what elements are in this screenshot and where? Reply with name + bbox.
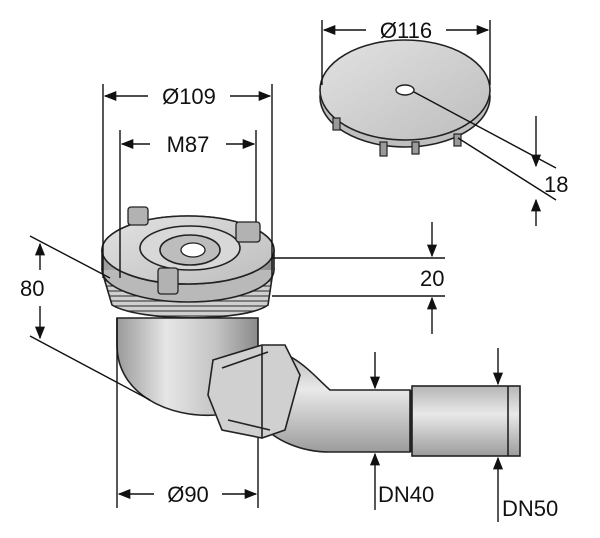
pipe-dn50	[411, 385, 521, 457]
label-body-diameter: Ø90	[167, 482, 209, 507]
label-flange-height: 20	[420, 266, 444, 291]
dimension-labels: Ø116 Ø109 M87 18 20 80 Ø90 DN40 DN50	[20, 18, 568, 521]
label-cover-diameter: Ø116	[380, 18, 432, 43]
label-flange-diameter: Ø109	[162, 84, 216, 109]
dimension-lines	[29, 20, 557, 522]
drain-cover	[319, 39, 491, 157]
cover-clips	[127, 206, 261, 295]
label-outlet-dn40: DN40	[378, 482, 434, 507]
label-cover-height: 18	[544, 172, 568, 197]
pipe-dn40	[410, 390, 412, 452]
label-outlet-dn50: DN50	[502, 496, 558, 521]
union-nut	[207, 344, 301, 439]
cover-center-hole	[395, 84, 415, 96]
cover-legs	[332, 117, 462, 157]
label-thread: M87	[167, 132, 210, 157]
label-total-height: 80	[20, 276, 44, 301]
drain-body	[101, 206, 521, 457]
